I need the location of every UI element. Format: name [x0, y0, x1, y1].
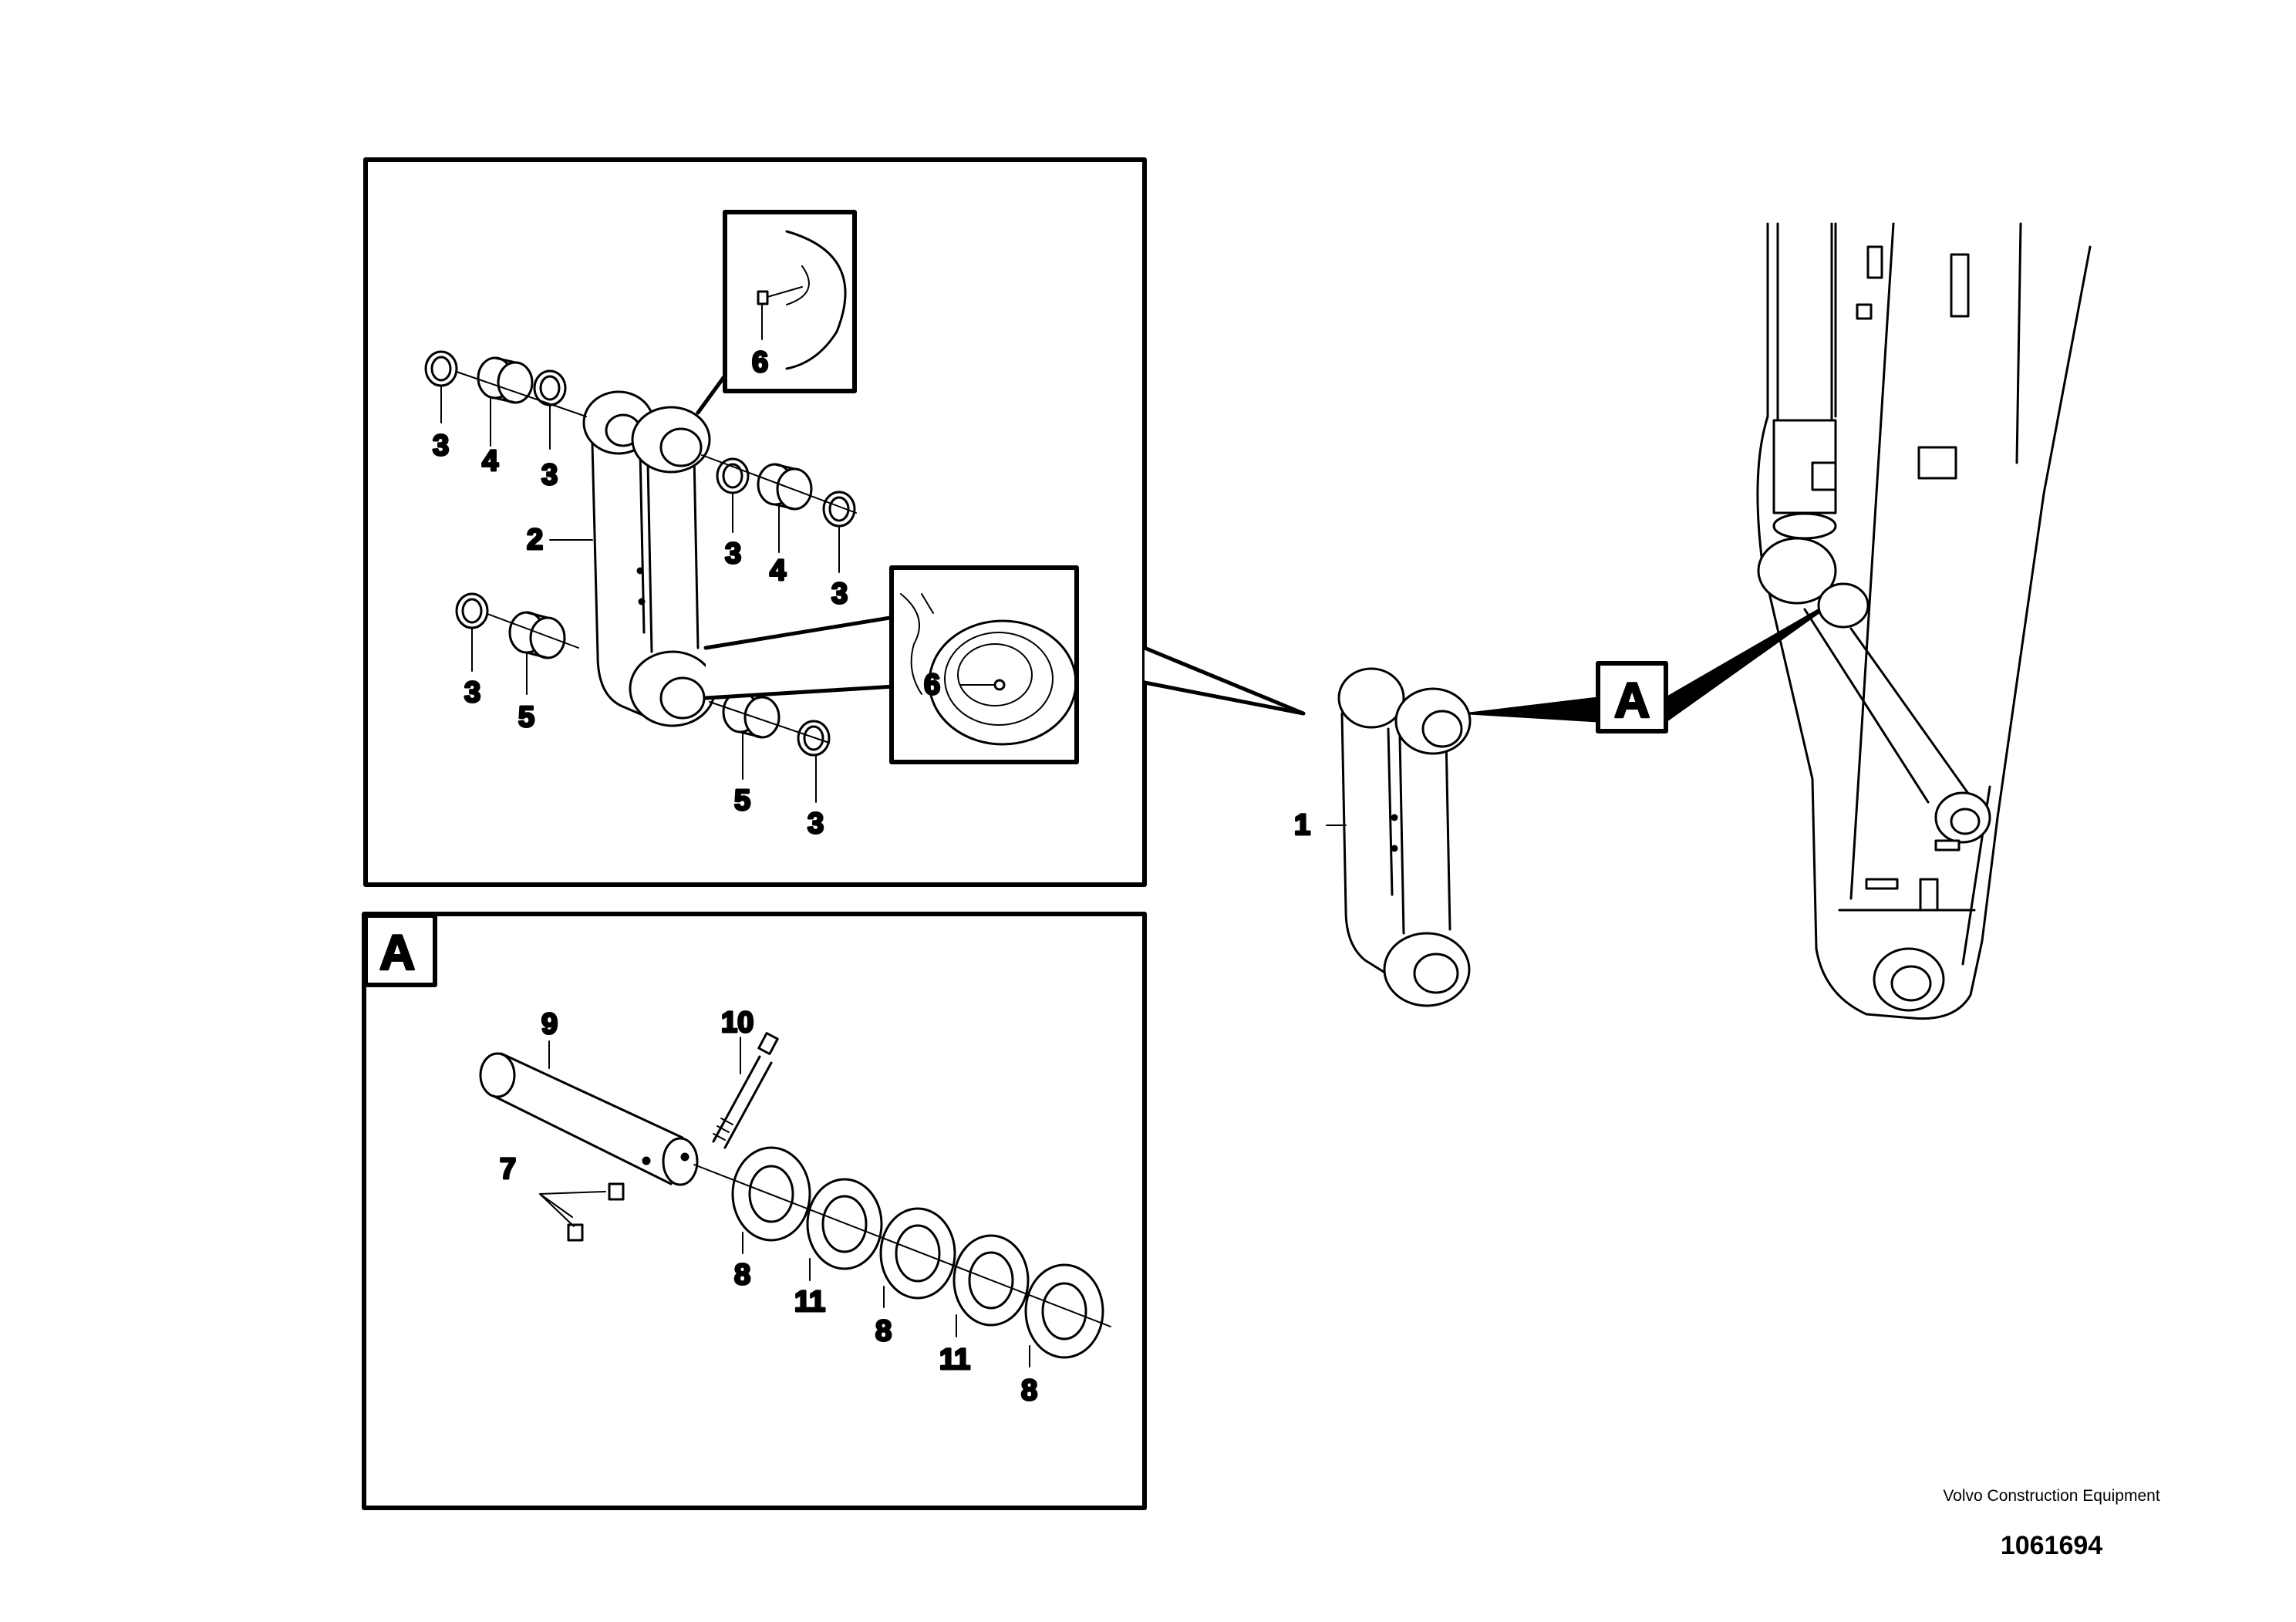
callouts-upper: 6 3 4 3 2 3 4 3 6 3 5 5 3 1 — [432, 346, 1312, 843]
callouts-detail-a: 9 10 7 8 11 8 11 8 — [499, 1006, 1039, 1408]
callout-3-d: 3 — [831, 578, 848, 610]
callout-10: 10 — [721, 1007, 754, 1039]
detail-a-marker — [1468, 596, 1841, 733]
seal-ring-lower-left — [455, 592, 489, 629]
assembly-axis-lines — [456, 371, 857, 744]
callout-3-e: 3 — [464, 676, 480, 709]
callout-5-a: 5 — [518, 701, 534, 733]
seal-ring-top-left — [424, 350, 458, 387]
link-rod-drawing — [582, 390, 716, 727]
exploded-view-box — [363, 157, 1306, 887]
callout-6-upper: 6 — [752, 346, 768, 379]
bushing-top-left — [477, 356, 534, 404]
boom-arm-drawing — [1756, 222, 2092, 1020]
link-part-1-drawing — [1326, 667, 1472, 1007]
detail-a-box-letter: A — [379, 925, 415, 980]
detail-inset-upper — [696, 210, 857, 415]
callout-3-a: 3 — [433, 430, 449, 462]
callout-9: 9 — [541, 1008, 558, 1040]
callout-7: 7 — [500, 1153, 516, 1185]
callout-3-f: 3 — [807, 808, 824, 840]
drawing-number: 1061694 — [2000, 1531, 2103, 1560]
callout-8-c: 8 — [1021, 1374, 1037, 1407]
callout-4-b: 4 — [770, 555, 786, 587]
seal-ring-right-1 — [716, 457, 750, 494]
company-credit: Volvo Construction Equipment — [1943, 1487, 2160, 1505]
callout-8-a: 8 — [734, 1259, 750, 1291]
callout-2: 2 — [527, 524, 543, 556]
seal-ring-lower-right — [797, 720, 831, 757]
detail-a-marker-letter: A — [1614, 673, 1650, 728]
shims-drawing — [693, 1146, 1111, 1359]
leader-lines-upper — [440, 385, 840, 803]
bushing-lower-left — [508, 611, 566, 659]
callout-3-b: 3 — [541, 459, 558, 491]
bushing-lower-right — [722, 690, 781, 739]
callout-3-c: 3 — [725, 538, 741, 570]
callout-5-b: 5 — [734, 784, 750, 817]
detail-inset-lower — [703, 565, 1079, 764]
callout-8-b: 8 — [875, 1315, 892, 1347]
grease-nipples-drawing — [567, 1182, 625, 1242]
detail-a-box — [362, 912, 1147, 1510]
callout-1: 1 — [1294, 809, 1310, 841]
pin-drawing — [479, 1052, 699, 1186]
leader-lines-detail-a — [539, 1037, 1030, 1367]
callout-4-a: 4 — [482, 445, 498, 477]
callout-11-b: 11 — [939, 1344, 970, 1376]
seal-ring-right-2 — [822, 491, 856, 528]
callout-11-a: 11 — [794, 1286, 825, 1318]
callout-6-lower: 6 — [924, 669, 940, 701]
bolt-drawing — [712, 1032, 779, 1149]
